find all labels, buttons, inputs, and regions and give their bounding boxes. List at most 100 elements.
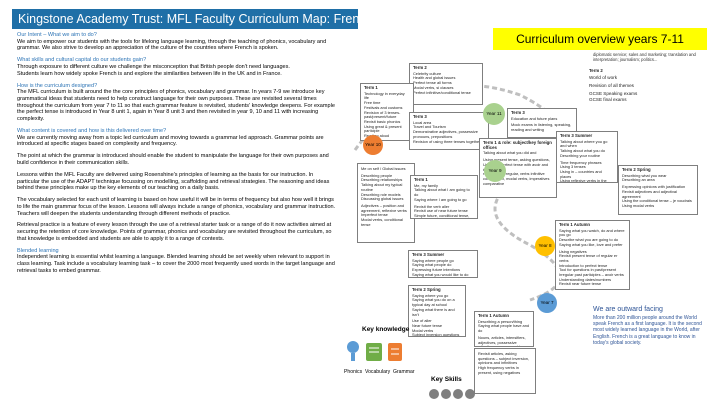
box-line: Describing role models xyxy=(361,191,401,197)
box-line: Local area xyxy=(413,119,432,125)
box-line: Revisit articles, asking questions – sub… xyxy=(478,351,530,366)
key-knowledge-icons xyxy=(347,341,402,361)
section-heading: What skills and cultural capital do our … xyxy=(17,57,147,64)
box-line: Talking about my typical routine xyxy=(361,182,403,192)
box-line: Saying what there is and isn't xyxy=(412,306,455,317)
box-line: Talking about what you do xyxy=(560,148,605,154)
box-line: Describing an area xyxy=(622,177,655,183)
box-title: Term 1 Autumn xyxy=(478,313,510,318)
box-line: Revisit adjectives and adjectival agreem… xyxy=(622,188,677,199)
box-line: Describing your routine xyxy=(560,152,601,158)
y7-phonics-box: Revisit articles, asking questions – sub… xyxy=(474,348,536,394)
box-line: Talking about where you go and when xyxy=(560,138,608,149)
box-line: Time frequency phrases xyxy=(560,159,602,165)
vocabulary-label: Vocabulary xyxy=(364,369,391,375)
writing-icon xyxy=(465,389,475,399)
box-line: Revisit near future tense xyxy=(559,281,602,287)
box-line: Demonstrative adjectives, possessive pro… xyxy=(413,129,478,139)
box-line: GCSE final exams xyxy=(589,97,627,102)
box-line: Me on self / Global issues xyxy=(361,166,406,171)
box-line: Using negatives xyxy=(559,248,587,254)
box-line: Using modal verbs xyxy=(622,202,655,208)
box-line: Health and global issues xyxy=(413,75,456,81)
year-8-marker: Year 8 xyxy=(535,236,555,256)
overview-label: Curriculum overview years 7-11 xyxy=(493,28,707,50)
box-title: Term 1 xyxy=(364,85,378,90)
box-line: Describing people xyxy=(361,172,393,178)
box-line: Expressing opinions with justification xyxy=(622,184,686,190)
box-line: Saying what people do xyxy=(412,262,452,268)
grammar-label: Grammar xyxy=(393,369,415,375)
section-paragraph: We aim to empower our students with the … xyxy=(17,38,327,52)
box-line: Describing relationships xyxy=(361,177,403,183)
box-line: Describe what you are going to do xyxy=(559,237,619,243)
box-line: Travel and Tourism xyxy=(413,124,446,130)
box-line: Subject inversion questions xyxy=(412,332,460,337)
box-line: Revisit present tense of regular er verb… xyxy=(559,253,618,263)
box-line: Expressing future intentions xyxy=(412,267,461,273)
box-line: Festivals and customs xyxy=(364,104,403,110)
box-line: Revision of using three tenses together xyxy=(413,138,481,144)
partial-careers-text: diplomatic service; sales and marketing;… xyxy=(593,52,696,62)
box-line: regular and irregular, verbs infinitive xyxy=(483,171,545,177)
year-9-marker: Year 9 xyxy=(484,160,506,182)
reading-icon xyxy=(453,389,463,399)
section-paragraph: The MFL curriculum is built around the t… xyxy=(17,89,335,123)
box-line: Irregular past participles – avoir verbs xyxy=(559,272,624,278)
key-knowledge-labels: Phonics Vocabulary Grammar xyxy=(344,369,415,375)
year-11-marker: Year 11 xyxy=(483,103,505,125)
box-title: Term 1 Autumn xyxy=(559,222,591,227)
page-title: Kingstone Academy Trust: MFL Faculty Cur… xyxy=(18,12,373,26)
box-line: Discussing global issues xyxy=(361,196,404,202)
box-title: Term 1 & role: subject/key foreign offic… xyxy=(483,140,552,150)
box-line: Saying what you would like to do xyxy=(412,271,469,277)
box-line: Me, my family xyxy=(414,182,438,188)
box-line: comparative xyxy=(483,180,505,186)
phonics-label: Phonics xyxy=(344,369,363,375)
box-title: Term 2 xyxy=(413,65,427,70)
box-title: Term 2 Spring xyxy=(622,167,651,172)
box-line: Near future tense xyxy=(412,322,443,328)
listening-icon xyxy=(429,389,439,399)
box-line: Using 3 tenses xyxy=(560,164,586,170)
box-line: Talking about what you did and xyxy=(483,150,537,156)
box-line: Perfect tense all forms xyxy=(413,80,452,86)
box-line: Saying where people go xyxy=(412,257,454,263)
box-line: Adjectives – position and agreement, ref… xyxy=(361,202,407,213)
title-bar: Kingstone Academy Trust: MFL Faculty Cur… xyxy=(12,9,373,29)
box-line: Revision of all themes xyxy=(589,83,634,88)
box-line: Understanding dates/numbers xyxy=(559,276,612,282)
box-line: Free time xyxy=(364,100,381,106)
box-line: Perfect infinitive/conditional tense xyxy=(413,89,471,95)
outward-body: More than 200 million people around the … xyxy=(593,315,702,346)
phonics-icon xyxy=(347,341,359,361)
box-line: Saying what you like, love and prefer xyxy=(559,241,623,247)
speaking-icon xyxy=(441,389,451,399)
box-line: Revisit use of near future tense xyxy=(414,208,468,214)
curriculum-text-column: Our Intent – What we aim to do?We aim to… xyxy=(17,32,337,275)
box-line: Saying where I am going to go xyxy=(414,196,467,202)
box-line: Nouns, articles, intensifiers, adjective… xyxy=(478,334,529,347)
key-skills-icons xyxy=(429,389,475,399)
grammar-icon xyxy=(388,343,402,361)
box-line: Modal verbs xyxy=(412,327,434,333)
section-paragraph: The point at which the grammar is introd… xyxy=(17,153,329,166)
box-line: Imperfect tense xyxy=(361,212,388,218)
box-line: Saying where you go xyxy=(412,292,449,298)
section-paragraph: Retrieval practice is a feature of every… xyxy=(17,222,332,242)
box-line: Simple future, conditional tense, time e… xyxy=(414,212,470,218)
key-skills-title: Key Skills xyxy=(431,376,462,383)
box-line: Revision of 3 tenses- past/present/futur… xyxy=(364,109,401,120)
section-paragraph: Lessons within the MFL Faculty are deliv… xyxy=(17,171,330,192)
box-line: Saying what people have and do xyxy=(478,323,530,334)
box-title: Term 3 Summer xyxy=(412,252,445,257)
